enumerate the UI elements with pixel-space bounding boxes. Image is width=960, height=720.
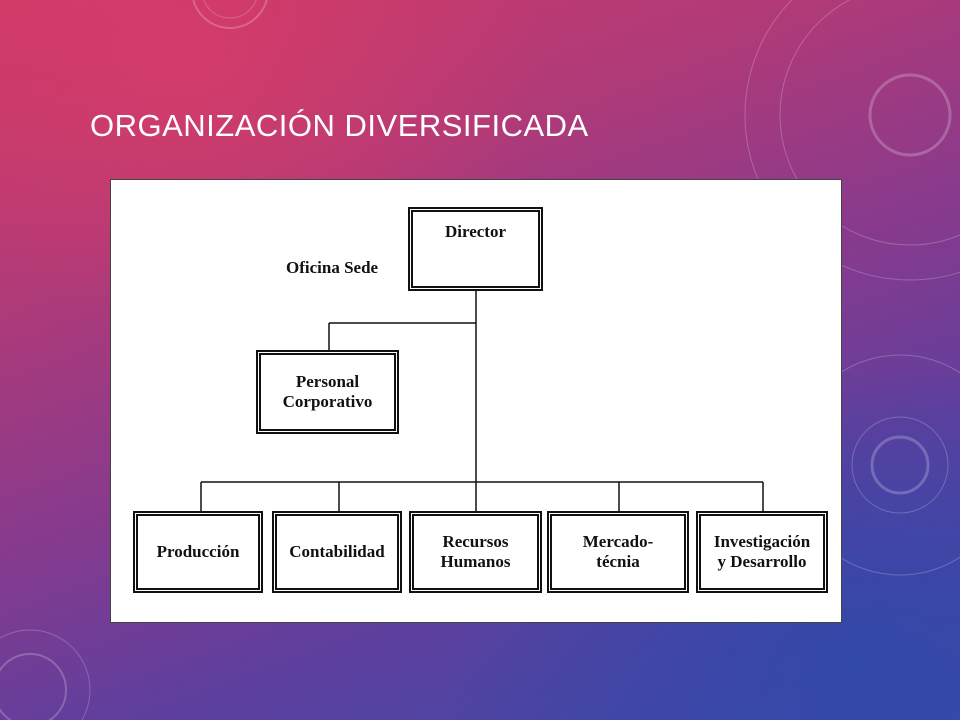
- decor-ring: [779, 0, 960, 246]
- staff-label-line1: Personal: [295, 372, 360, 392]
- department-label-line2: Humanos: [440, 552, 511, 571]
- org-chart-panel: Oficina Sede Director Personal Corporati…: [110, 179, 842, 623]
- decor-ring: [203, 0, 257, 19]
- department-box-contabilidad: Contabilidad: [275, 514, 399, 590]
- department-label: Contabilidad: [289, 542, 385, 562]
- head-office-label: Oficina Sede: [286, 258, 379, 277]
- department-box-produccion: Producción: [136, 514, 260, 590]
- corporate-staff-box: Personal Corporativo: [259, 353, 396, 431]
- department-box-investigacion-desarrollo: Investigación y Desarrollo: [699, 514, 825, 590]
- decor-ring: [868, 73, 952, 157]
- staff-label-line2: Corporativo: [282, 392, 373, 411]
- department-label-line1: Recursos: [442, 532, 509, 552]
- decor-ring: [744, 0, 960, 281]
- department-label-line1: Investigación: [713, 532, 811, 552]
- director-box: Director: [411, 210, 540, 288]
- department-box-recursos-humanos: Recursos Humanos: [412, 514, 539, 590]
- department-label: Producción: [156, 542, 240, 562]
- department-label-line1: Mercado-: [582, 532, 654, 552]
- department-label-line2: técnia: [596, 552, 640, 571]
- decor-ring: [0, 653, 67, 720]
- decor-ring: [870, 435, 930, 495]
- connector-lines: [200, 290, 764, 514]
- director-label: Director: [444, 222, 507, 241]
- decor-ring: [851, 416, 949, 514]
- department-box-mercadotecnia: Mercado- técnia: [550, 514, 686, 590]
- decor-ring: [192, 0, 268, 29]
- slide-title: ORGANIZACIÓN DIVERSIFICADA: [90, 108, 589, 143]
- department-label-line2: y Desarrollo: [717, 552, 807, 571]
- decor-ring: [0, 629, 91, 720]
